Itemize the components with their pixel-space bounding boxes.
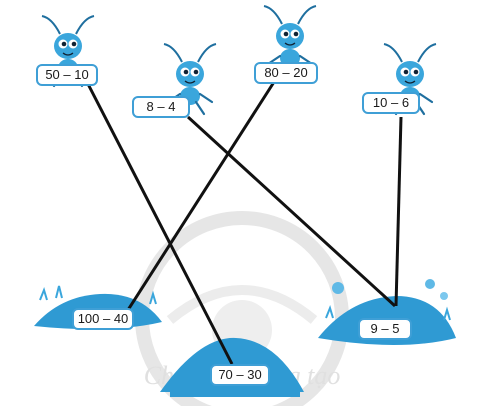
ant-label-3: 80 – 20 <box>254 62 318 84</box>
ant-label-2: 8 – 4 <box>132 96 190 118</box>
anthill-label-1: 100 – 40 <box>72 308 134 330</box>
ant-label-4: 10 – 6 <box>362 92 420 114</box>
anthill-label-2: 70 – 30 <box>210 364 270 386</box>
match-line-10-6-to-9-5 <box>394 116 403 307</box>
match-line-80-20-to-100-40 <box>126 81 276 311</box>
anthill-label-3: 9 – 5 <box>358 318 412 340</box>
ant-label-1: 50 – 10 <box>36 64 98 86</box>
match-line-8-4-to-9-5 <box>186 115 397 308</box>
match-line-50-10-to-70-30 <box>86 83 234 365</box>
